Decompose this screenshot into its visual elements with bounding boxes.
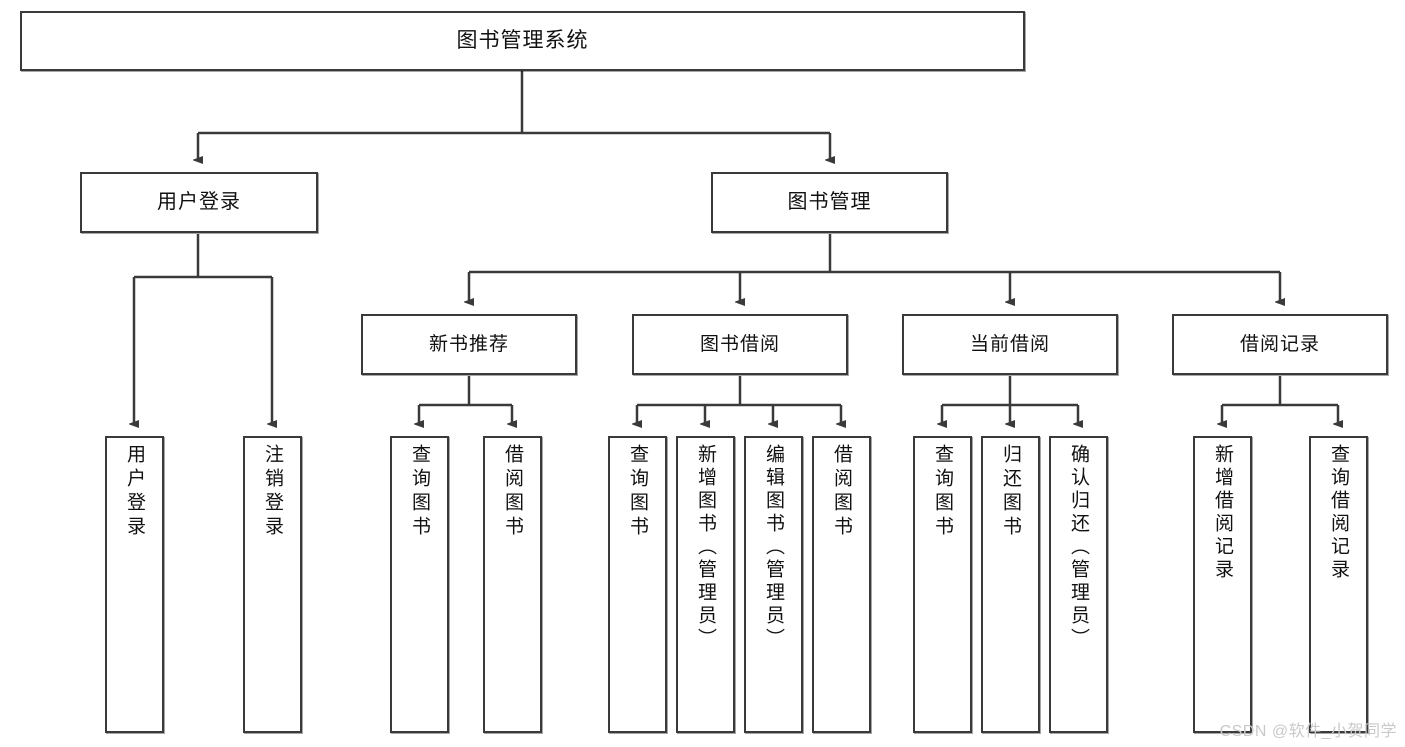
node-label: 用户登录	[124, 444, 145, 540]
node-label: 图书借阅	[699, 333, 780, 355]
node-label: 图书管理	[787, 191, 872, 213]
leaf-add-borrow-record[interactable]: 新增借阅记录	[1193, 436, 1252, 733]
leaf-logout[interactable]: 注销登录	[243, 436, 302, 733]
node-label: 查询图书	[409, 444, 430, 540]
leaf-query-borrow-record[interactable]: 查询借阅记录	[1309, 436, 1368, 733]
leaf-edit-book-admin[interactable]: 编辑图书（管理员）	[744, 436, 803, 733]
node-label: 新书推荐	[428, 333, 509, 355]
node-user-login[interactable]: 用户登录	[80, 172, 318, 233]
node-label: 新增借阅记录	[1212, 444, 1233, 582]
node-label: 新增图书（管理员）	[695, 444, 716, 651]
node-label: 借阅记录	[1239, 333, 1320, 355]
node-book-management-system[interactable]: 图书管理系统	[20, 11, 1025, 71]
leaf-confirm-return-admin[interactable]: 确认归还（管理员）	[1049, 436, 1108, 733]
leaf-query-books-borrow[interactable]: 查询图书	[608, 436, 667, 733]
leaf-query-books-new[interactable]: 查询图书	[390, 436, 449, 733]
node-label: 借阅图书	[831, 444, 852, 540]
leaf-borrow-books[interactable]: 借阅图书	[812, 436, 871, 733]
node-current-borrowing[interactable]: 当前借阅	[902, 314, 1118, 375]
node-label: 确认归还（管理员）	[1068, 444, 1089, 651]
node-borrowing-records[interactable]: 借阅记录	[1172, 314, 1388, 375]
leaf-add-book-admin[interactable]: 新增图书（管理员）	[676, 436, 735, 733]
node-label: 查询图书	[627, 444, 648, 540]
node-new-book-recommendation[interactable]: 新书推荐	[361, 314, 577, 375]
node-label: 查询图书	[932, 444, 953, 540]
node-label: 查询借阅记录	[1328, 444, 1349, 582]
node-label: 图书管理系统	[456, 28, 589, 52]
leaf-query-books-current[interactable]: 查询图书	[913, 436, 972, 733]
node-book-management[interactable]: 图书管理	[711, 172, 948, 233]
node-book-borrowing[interactable]: 图书借阅	[632, 314, 848, 375]
node-label: 当前借阅	[969, 333, 1050, 355]
node-label: 用户登录	[157, 191, 241, 213]
node-label: 归还图书	[1000, 444, 1021, 540]
watermark-text: CSDN @软件_小贺同学	[1219, 723, 1397, 740]
node-label: 借阅图书	[502, 444, 523, 540]
node-label: 编辑图书（管理员）	[763, 444, 784, 651]
leaf-return-books[interactable]: 归还图书	[981, 436, 1040, 733]
node-label: 注销登录	[262, 444, 283, 540]
leaf-borrow-books-new[interactable]: 借阅图书	[483, 436, 542, 733]
leaf-user-login[interactable]: 用户登录	[105, 436, 164, 733]
